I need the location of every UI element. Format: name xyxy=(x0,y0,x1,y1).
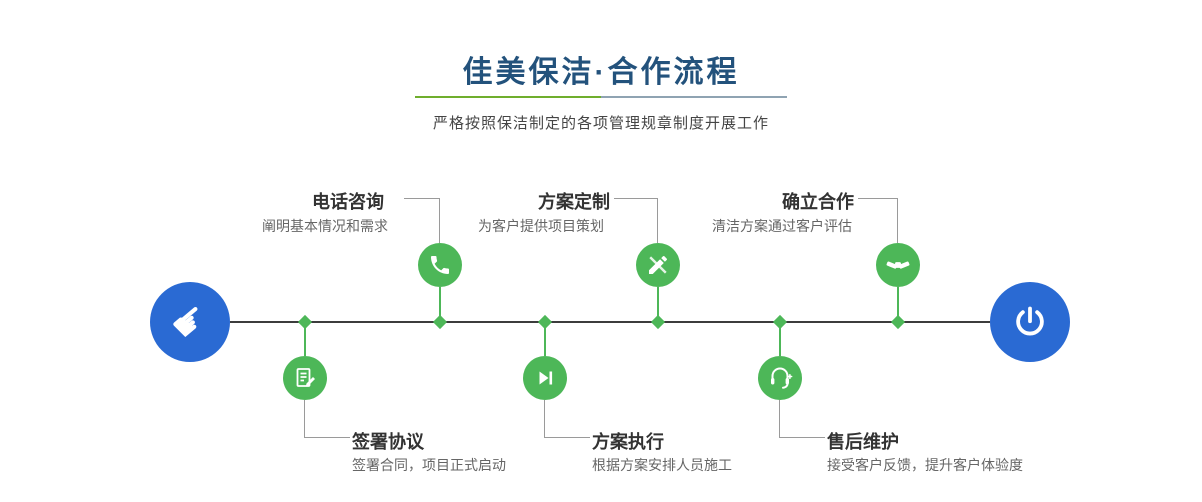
step-connector xyxy=(544,323,546,356)
contract-icon xyxy=(296,368,315,387)
step-title-after-sales: 售后维护 xyxy=(827,432,899,452)
page-subtitle: 严格按照保洁制定的各项管理规章制度开展工作 xyxy=(432,115,769,132)
label-connector xyxy=(304,437,350,438)
step-connector xyxy=(304,323,306,356)
step-desc-phone-consult: 阐明基本情况和需求 xyxy=(262,218,388,234)
step-title-confirm-cooperation: 确立合作 xyxy=(782,192,854,212)
label-connector xyxy=(439,198,440,243)
timeline-line xyxy=(230,321,990,323)
step-node-confirm-cooperation xyxy=(876,243,920,287)
step-connector xyxy=(897,287,899,322)
label-connector xyxy=(544,437,590,438)
page-title: 佳美保洁·合作流程 xyxy=(462,56,740,89)
step-node-sign-agreement xyxy=(283,356,327,400)
headset-plus-icon xyxy=(771,367,793,389)
label-connector xyxy=(779,437,825,438)
step-desc-plan-execute: 根据方案安排人员施工 xyxy=(592,457,732,473)
divider-green-segment xyxy=(415,96,601,98)
step-title-plan-customize: 方案定制 xyxy=(538,192,610,212)
divider-gray-segment xyxy=(601,96,787,98)
play-next-icon xyxy=(539,371,553,385)
timeline-end-node xyxy=(990,282,1070,362)
pointing-hand-icon: ☛ xyxy=(161,292,219,352)
title-divider xyxy=(415,96,787,98)
step-title-phone-consult: 电话咨询 xyxy=(312,192,384,212)
label-connector xyxy=(544,400,545,438)
step-connector xyxy=(439,287,441,322)
power-icon xyxy=(1016,306,1044,336)
label-connector xyxy=(858,198,898,199)
step-connector xyxy=(657,287,659,322)
label-connector xyxy=(304,400,305,438)
step-desc-plan-customize: 为客户提供项目策划 xyxy=(478,218,604,234)
label-connector xyxy=(897,198,898,243)
label-connector xyxy=(614,198,658,199)
step-desc-confirm-cooperation: 清洁方案通过客户评估 xyxy=(712,218,852,234)
step-desc-sign-agreement: 签署合同，项目正式启动 xyxy=(352,457,506,473)
step-node-phone-consult xyxy=(418,243,462,287)
handshake-icon xyxy=(886,261,910,269)
step-connector xyxy=(779,323,781,356)
step-desc-after-sales: 接受客户反馈，提升客户体验度 xyxy=(827,457,1023,473)
step-title-sign-agreement: 签署协议 xyxy=(352,432,424,452)
step-node-plan-execute xyxy=(523,356,567,400)
step-node-after-sales xyxy=(758,356,802,400)
design-tools-icon xyxy=(649,256,667,274)
label-connector xyxy=(657,198,658,243)
phone-icon xyxy=(431,256,449,274)
label-connector xyxy=(779,400,780,438)
label-connector xyxy=(404,198,440,199)
step-title-plan-execute: 方案执行 xyxy=(592,432,664,452)
step-node-plan-customize xyxy=(636,243,680,287)
timeline-start-node: ☛ xyxy=(150,282,230,362)
